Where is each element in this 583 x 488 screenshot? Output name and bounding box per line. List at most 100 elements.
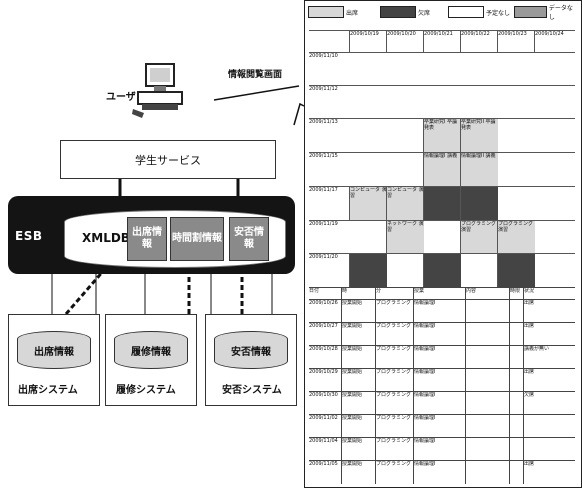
list-cell: 2009/10/26 bbox=[309, 300, 338, 306]
timetable-header-cell: 2009/10/23 bbox=[497, 31, 535, 53]
list-header-cell: 状況 bbox=[523, 288, 576, 300]
list-cell bbox=[509, 438, 524, 461]
list-row: 2009/10/29 授業開始 プログラミング 情報論理I 出席 bbox=[309, 368, 575, 392]
timetable-cell bbox=[423, 187, 461, 221]
list-cell: 講義が無い bbox=[523, 346, 576, 369]
timetable-row-label: 2009/11/13 bbox=[309, 119, 338, 125]
list-cell: 出席 bbox=[523, 369, 576, 392]
timetable-cell: 情報論理I 講義 bbox=[423, 153, 461, 187]
timetable-row-label: 2009/11/20 bbox=[309, 254, 338, 260]
list-cell: 出席 bbox=[523, 300, 576, 323]
list-row: 2009/11/04 授業開始 プログラミング 情報論理I bbox=[309, 437, 575, 461]
list-cell bbox=[465, 415, 510, 438]
timetable-header-cell: 2009/10/19 bbox=[349, 31, 387, 53]
list-cell bbox=[465, 438, 510, 461]
timetable-row: 2009/11/15 情報論理I 講義 情報論理II 講義 bbox=[309, 152, 575, 187]
list-cell: プログラミング bbox=[375, 323, 414, 346]
screenshot-frame bbox=[304, 0, 582, 488]
list-cell bbox=[465, 346, 510, 369]
system-label-safety: 安否システム bbox=[222, 385, 282, 396]
timetable-cell bbox=[349, 254, 387, 287]
timetable-row: 2009/11/10 bbox=[309, 52, 575, 86]
timetable-cell bbox=[460, 187, 498, 221]
list-cell bbox=[465, 323, 510, 346]
esb-label: ESB bbox=[15, 229, 43, 243]
attendance-list: 日付 時 分 授業 内容 時限 状況 2009/10/26 授業開始 プログラミ… bbox=[309, 287, 575, 484]
timetable-header-cell: 2009/10/21 bbox=[423, 31, 461, 53]
list-cell bbox=[509, 300, 524, 323]
list-cell: 2009/10/28 bbox=[309, 346, 338, 352]
list-row: 2009/10/30 授業開始 プログラミング 情報論理I 欠席 bbox=[309, 391, 575, 415]
xmldb-box-safety: 安否情報 bbox=[229, 217, 269, 261]
legend-item: 欠席 bbox=[380, 6, 430, 18]
timetable-cell bbox=[423, 254, 461, 287]
student-service-label: 学生サービス bbox=[135, 153, 201, 167]
list-cell: 情報論理I bbox=[413, 438, 466, 461]
list-cell: 授業開始 bbox=[341, 323, 376, 346]
timetable-header-cell: 2009/10/24 bbox=[534, 31, 575, 53]
xmldb-label: XMLDB bbox=[82, 231, 130, 245]
timetable-row: 2009/11/13 卒業研究I 卒論発表 卒業研究II 卒論発表 bbox=[309, 118, 575, 153]
list-cell bbox=[523, 415, 576, 438]
legend-item: 予定なし bbox=[448, 6, 510, 18]
list-cell: 授業開始 bbox=[341, 438, 376, 461]
list-row: 2009/11/05 授業開始 プログラミング 情報論理I 出席 bbox=[309, 460, 575, 484]
user-label: ユーザ bbox=[106, 92, 136, 103]
list-cell bbox=[509, 323, 524, 346]
list-cell: 出席 bbox=[523, 323, 576, 346]
list-cell: 2009/11/04 bbox=[309, 438, 338, 444]
list-cell: 2009/10/29 bbox=[309, 369, 338, 375]
list-cell: プログラミング bbox=[375, 415, 414, 438]
list-cell: 授業開始 bbox=[341, 392, 376, 415]
list-cell: 授業開始 bbox=[341, 346, 376, 369]
list-header-row: 日付 時 分 授業 内容 時限 状況 bbox=[309, 287, 575, 300]
user-computer-icon bbox=[130, 62, 190, 118]
list-row: 2009/10/27 授業開始 プログラミング 情報論理I 出席 bbox=[309, 322, 575, 346]
list-cell bbox=[465, 392, 510, 415]
list-cell: プログラミング bbox=[375, 438, 414, 461]
legend-item: 出席 bbox=[308, 6, 358, 18]
db-cylinder-attendance: 出席情報 bbox=[17, 331, 91, 369]
xmldb-box-timetable: 時間割情報 bbox=[170, 217, 224, 261]
legend-item: データなし bbox=[514, 5, 576, 21]
list-header-cell: 日付 bbox=[309, 288, 320, 294]
list-cell: 出席 bbox=[523, 461, 576, 484]
list-header-cell: 分 bbox=[375, 288, 414, 300]
list-cell: 情報論理I bbox=[413, 415, 466, 438]
system-label-attendance: 出席システム bbox=[18, 385, 78, 396]
timetable-cell: 情報論理II 講義 bbox=[460, 153, 498, 187]
list-header-cell: 授業 bbox=[413, 288, 466, 300]
xmldb-box-attendance: 出席情報 bbox=[127, 217, 167, 261]
list-cell bbox=[465, 461, 510, 484]
timetable-cell bbox=[497, 254, 535, 287]
list-cell bbox=[509, 461, 524, 484]
list-cell: 情報論理I bbox=[413, 323, 466, 346]
list-cell: 2009/11/05 bbox=[309, 461, 338, 467]
timetable-row-label: 2009/11/19 bbox=[309, 221, 338, 227]
list-header-cell: 時限 bbox=[509, 288, 524, 300]
timetable-cell: 卒業研究II 卒論発表 bbox=[460, 119, 498, 153]
timetable-grid: 2009/10/19 2009/10/20 2009/10/21 2009/10… bbox=[309, 30, 575, 287]
list-cell: プログラミング bbox=[375, 300, 414, 323]
timetable-cell: 卒業研究I 卒論発表 bbox=[423, 119, 461, 153]
timetable-cell: コンピュータ 演習 bbox=[386, 187, 424, 221]
timetable-row-label: 2009/11/15 bbox=[309, 153, 338, 159]
list-cell: 授業開始 bbox=[341, 461, 376, 484]
list-cell: プログラミング bbox=[375, 369, 414, 392]
legend: 出席 欠席 予定なし データなし bbox=[308, 5, 576, 21]
timetable-row: 2009/11/19 ネットワーク 演習 プログラミング 演習 プログラミング … bbox=[309, 220, 575, 254]
timetable-header-row: 2009/10/19 2009/10/20 2009/10/21 2009/10… bbox=[309, 30, 575, 53]
list-cell: 2009/11/02 bbox=[309, 415, 338, 421]
timetable-cell: コンピュータ 演習 bbox=[349, 187, 387, 221]
list-cell: 情報論理I bbox=[413, 346, 466, 369]
timetable-header-cell: 2009/10/22 bbox=[460, 31, 498, 53]
list-cell bbox=[509, 415, 524, 438]
timetable-row: 2009/11/12 bbox=[309, 85, 575, 119]
list-cell bbox=[465, 369, 510, 392]
list-cell: 欠席 bbox=[523, 392, 576, 415]
screen-label: 情報閲覧画面 bbox=[228, 70, 283, 80]
student-service-box: 学生サービス bbox=[60, 140, 276, 179]
list-cell: 情報論理I bbox=[413, 369, 466, 392]
list-cell: プログラミング bbox=[375, 346, 414, 369]
list-cell: 情報論理I bbox=[413, 300, 466, 323]
